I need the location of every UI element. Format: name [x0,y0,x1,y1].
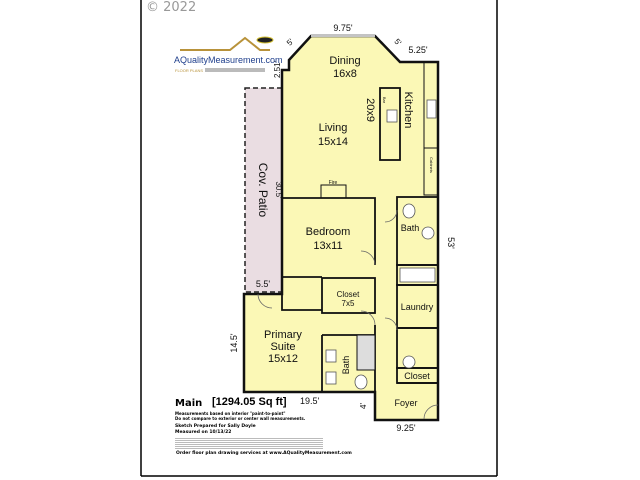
disclaimer-text [175,437,323,449]
laundry-label: Laundry [401,302,434,312]
prepared-for: Sketch Prepared for Sally Doyle [175,424,256,429]
vanity-icon [325,349,337,363]
fire-label: Fire [329,180,338,186]
kitchen-sink-icon [386,109,398,123]
order-link: Order floor plan drawing services at www… [176,451,352,456]
dim-diag-left: 5' [285,37,296,48]
covered-patio [244,87,283,293]
doors [257,209,439,420]
bar-label: Bar [382,97,387,104]
sink-icon [421,226,435,240]
interior-walls [281,61,439,392]
logo-tagline: FLOOR PLANS [175,68,203,73]
company-logo: AQualityMeasurement.com FLOOR PLANS [174,36,283,73]
dim-bottom-left: 19.5' [300,396,320,406]
area-label: [1294.05 Sq ft] [212,396,287,408]
dim-foyer-w: 9.25' [396,423,416,433]
primary-bath-label: Bath [341,356,351,375]
vanity-icon [325,371,337,385]
bedroom-size: 13x11 [313,240,342,252]
kitchen-size: 20x9 [364,98,376,122]
bath-label: Bath [401,223,420,233]
measured-on: Measured on 10/13/22 [175,430,232,435]
fixtures [325,99,437,390]
dim-patio-w: 5.5' [256,279,271,289]
dining-size: 16x8 [333,68,357,80]
dim-top: 9.75' [333,23,353,33]
note-2: Do not compare to exterior or center wal… [175,416,306,421]
logo-text: AQualityMeasurement.com [174,55,283,65]
primary-label-2: Suite [270,341,295,353]
primary-label: Primary [264,329,302,341]
bedroom-label: Bedroom [306,226,351,238]
dining-label: Dining [329,55,360,67]
closet-label: Closet [337,290,360,299]
toilet-icon [402,203,416,219]
level-label: Main [175,398,203,409]
living-size: 15x14 [318,136,348,148]
dim-right: 53' [446,237,456,249]
floor-outline [242,34,440,422]
closet2-label: Closet [404,371,430,381]
range-icon [426,99,437,119]
toilet-icon [354,374,368,390]
dim-foyer-h: 4' [359,403,368,409]
dim-diag-right: 5' [392,37,403,48]
dim-patio-len: 30.5' [274,181,283,199]
dim-primary-h: 14.5' [229,333,239,353]
living-label: Living [319,122,348,134]
copyright: © 2022 [146,0,197,15]
primary-size: 15x12 [268,353,298,365]
dim-jog: 2.51' [273,60,282,78]
dim-right-top: 5.25' [408,45,428,55]
kitchen-label: Kitchen [402,92,414,129]
foyer-label: Foyer [394,398,417,408]
note-1: Measurements based on interior "paint-to… [175,411,286,416]
sink-icon [402,355,416,369]
tub-icon [399,267,436,283]
closet-size: 7x5 [342,299,355,308]
cabinets-label: Cabinets [429,157,434,173]
patio-label: Cov. Patio [256,163,270,218]
